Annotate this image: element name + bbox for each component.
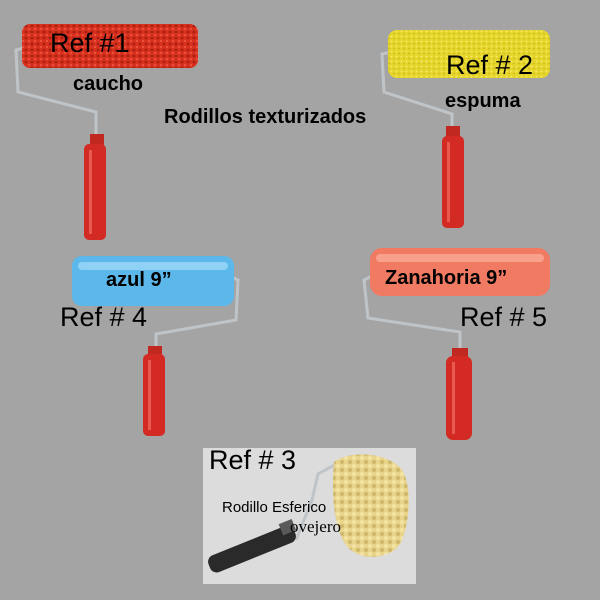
roller-ref1-sleeve <box>22 24 198 68</box>
material-label-ovejero: ovejero <box>290 517 341 536</box>
ref-label-4: Ref # 4 <box>60 302 148 332</box>
material-label-caucho: caucho <box>73 73 144 95</box>
roller-ref3-sleeve <box>332 454 409 557</box>
roller-ref3-handle <box>208 525 296 573</box>
ref-label-3: Ref # 3 <box>209 445 297 475</box>
material-label-azul: azul 9” <box>106 269 172 291</box>
roller-ref5 <box>362 248 550 440</box>
roller-ref4 <box>72 256 240 436</box>
ref-label-1: Ref #1 <box>50 28 130 58</box>
roller-ref2 <box>380 30 550 228</box>
roller-ref2-sleeve <box>388 30 550 78</box>
material-label-zanahoria: Zanahoria 9” <box>385 267 508 289</box>
roller-ref1 <box>14 24 198 240</box>
ref-label-2: Ref # 2 <box>446 50 534 80</box>
material-label-espuma: espuma <box>445 90 521 112</box>
ref-label-5: Ref # 5 <box>460 302 548 332</box>
page-title: Rodillos texturizados <box>164 106 367 128</box>
material-label-esferico: Rodillo Esferico <box>222 499 327 516</box>
